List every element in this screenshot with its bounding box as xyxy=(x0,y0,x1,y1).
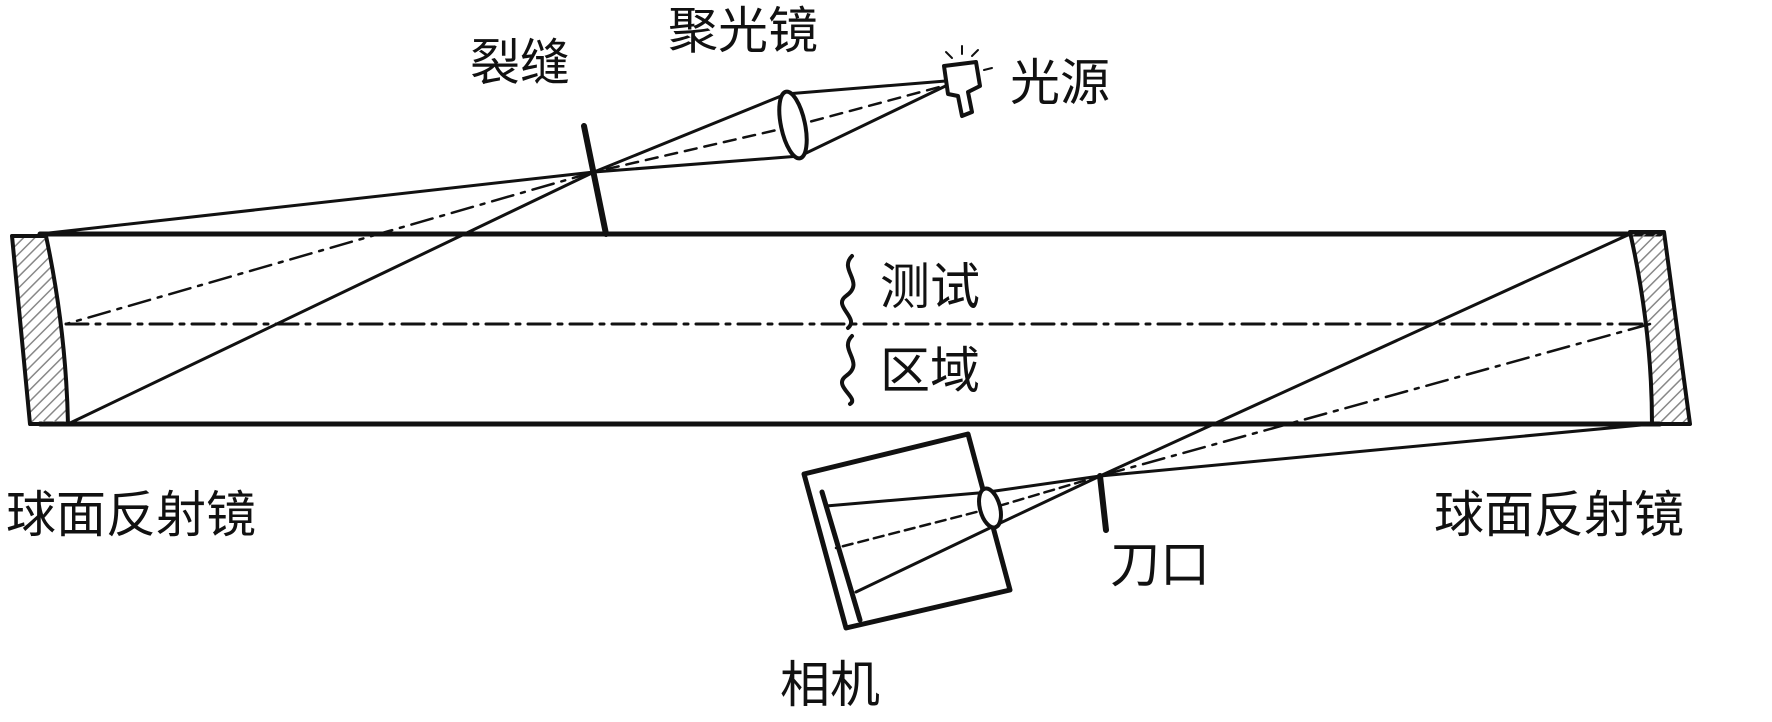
camera-beam xyxy=(986,474,1102,528)
outgoing-beam xyxy=(1098,232,1654,478)
label-light-source: 光源 xyxy=(1010,54,1110,112)
incoming-beam xyxy=(38,170,596,426)
source-beam xyxy=(592,78,960,174)
camera xyxy=(801,431,1013,631)
label-test-region-line2: 区域 xyxy=(880,342,980,400)
label-knife-edge: 刀口 xyxy=(1110,536,1210,594)
slit xyxy=(581,123,609,237)
label-condenser: 聚光镜 xyxy=(668,2,818,60)
label-mirror-right: 球面反射镜 xyxy=(1434,486,1684,544)
label-mirror-left: 球面反射镜 xyxy=(6,486,256,544)
label-camera: 相机 xyxy=(780,656,880,714)
light-source-lamp xyxy=(942,45,993,118)
camera-lens xyxy=(977,486,1003,530)
condenser-lens xyxy=(777,89,809,161)
test-region-marks xyxy=(840,254,856,406)
test-section-tube xyxy=(37,231,1663,427)
knife-edge xyxy=(1097,473,1109,533)
label-slit: 裂缝 xyxy=(470,34,570,92)
label-test-region-line1: 测试 xyxy=(880,258,980,316)
left-spherical-mirror xyxy=(10,234,70,426)
